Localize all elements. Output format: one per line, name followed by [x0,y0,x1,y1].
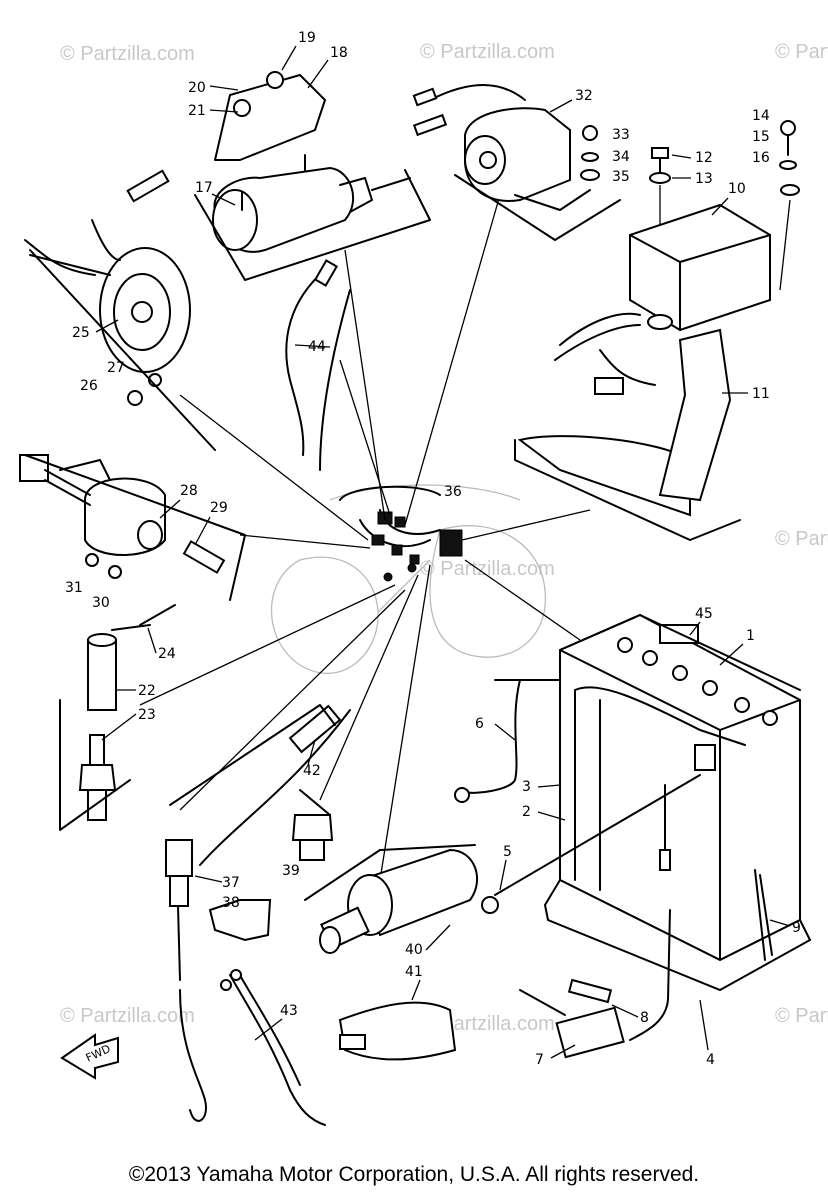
label-6: 6 [475,716,484,732]
label-17: 17 [195,180,213,196]
watermark: © Partzilla.com [775,528,828,550]
label-3: 3 [522,779,531,795]
label-14: 14 [752,108,770,124]
watermark: © Partzilla.com [775,41,828,63]
label-32: 32 [575,88,593,104]
watermark: © Partzilla.com [420,1013,555,1035]
watermark: © Partzilla.com [420,558,555,580]
label-13: 13 [695,171,713,187]
watermark: © Partzilla.com [420,41,555,63]
main-switch [19,454,246,601]
leader-lines [139,194,591,881]
label-29: 29 [210,500,228,516]
label-34: 34 [612,149,630,165]
label-10: 10 [728,181,746,197]
watermarks: © Partzilla.com © Partzilla.com © Partzi… [60,41,828,1035]
lead-wire [285,259,351,471]
label-18: 18 [330,45,348,61]
spark-plug [59,604,176,831]
part-labels: 19 18 20 21 17 32 33 34 35 12 13 14 15 1… [65,30,801,1068]
label-38: 38 [222,895,240,911]
label-24: 24 [158,646,176,662]
label-39: 39 [282,863,300,879]
label-16: 16 [752,150,770,166]
band [338,1001,457,1061]
watermark: © Partzilla.com [775,1005,828,1027]
label-1: 1 [746,628,755,644]
parts-diagram: © Partzilla.com © Partzilla.com © Partzi… [19,30,828,1126]
label-41: 41 [405,964,423,980]
wire-lead [220,969,326,1126]
wiring-harness-hub [339,485,463,582]
horn [24,169,216,451]
watermark: © Partzilla.com [60,1005,195,1027]
label-leaders [95,45,791,1059]
label-7: 7 [535,1052,544,1068]
voltage-regulator [514,203,771,541]
label-4: 4 [706,1052,715,1068]
rectifier-block [439,529,463,557]
ignition-coil [304,844,479,954]
label-11: 11 [752,386,770,402]
label-37: 37 [222,875,240,891]
label-27: 27 [107,360,125,376]
label-42: 42 [303,763,321,779]
label-19: 19 [298,30,316,46]
label-45: 45 [695,606,713,622]
label-8: 8 [640,1010,649,1026]
label-44: 44 [308,339,326,355]
label-23: 23 [138,707,156,723]
label-33: 33 [612,127,630,143]
label-43: 43 [280,1003,298,1019]
copyright-notice: ©2013 Yamaha Motor Corporation, U.S.A. A… [128,1163,700,1186]
label-25: 25 [72,325,90,341]
label-21: 21 [188,103,206,119]
label-9: 9 [792,920,801,936]
label-5: 5 [503,844,512,860]
label-28: 28 [180,483,198,499]
label-40: 40 [405,942,423,958]
label-30: 30 [92,595,110,611]
label-20: 20 [188,80,206,96]
label-36: 36 [444,484,462,500]
label-22: 22 [138,683,156,699]
brake-switch [165,839,272,1122]
neutral-switch-group [169,704,351,866]
label-35: 35 [612,169,630,185]
forward-arrow: FWD [60,1033,119,1080]
label-31: 31 [65,580,83,596]
label-26: 26 [80,378,98,394]
label-12: 12 [695,150,713,166]
starter-relay [412,84,621,241]
label-2: 2 [522,804,531,820]
label-15: 15 [752,129,770,145]
battery [454,613,812,1059]
relay-hardware [580,125,600,181]
watermark: © Partzilla.com [60,43,195,65]
starter-motor [194,71,431,281]
